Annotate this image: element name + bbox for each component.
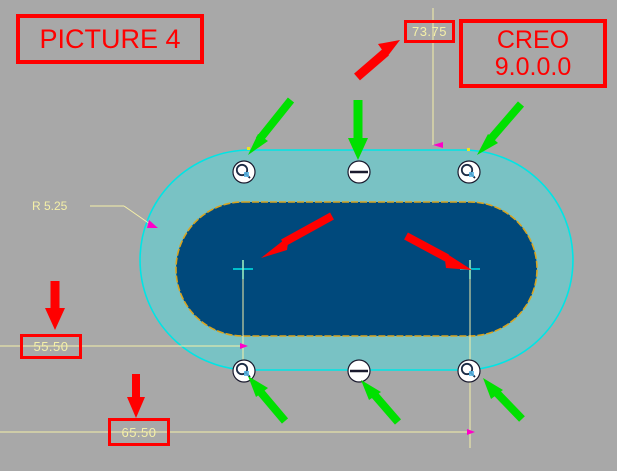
dimension-value-radius[interactable]: R 5.25 (32, 199, 67, 213)
radius-leader-diagonal[interactable] (123, 205, 151, 225)
red-annotation-arrows (45, 40, 472, 418)
arrow-to-right-arc-center (404, 232, 472, 270)
constraint-tangent-top-right[interactable] (457, 160, 481, 184)
arrow-to-55-50-dim (45, 281, 65, 330)
constraint-horizontal-top-middle[interactable] (347, 160, 371, 184)
picture-label-text: PICTURE 4 (39, 23, 181, 54)
dimension-value-55-50-text: 55.50 (33, 339, 69, 354)
picture-label: PICTURE 4 (16, 14, 204, 64)
snap-point (467, 148, 470, 151)
arrow-to-65-50-dim (127, 374, 145, 418)
creo-version-label: CREO 9.0.0.0 (459, 19, 607, 88)
dimension-value-73-75-text: 73.75 (411, 24, 448, 39)
dimension-value-55-50[interactable]: 55.50 (20, 334, 82, 359)
dimension-value-65-50-text: 65.50 (121, 424, 157, 440)
constraint-horizontal-bottom-middle[interactable] (347, 359, 371, 383)
arrow-to-top-middle-horizontal-icon (348, 100, 368, 160)
inner-profile[interactable] (175, 201, 538, 337)
radius-leader-arrowhead (147, 220, 158, 228)
arrow-to-left-arc-center (261, 212, 334, 258)
dimension-value-radius-text: R 5.25 (32, 199, 68, 213)
snap-point (247, 147, 250, 150)
arrow-to-top-left-tangent-icon (248, 97, 295, 155)
arrow-to-bottom-right-tangent-icon (483, 378, 525, 422)
constraint-tangent-top-left[interactable] (232, 160, 256, 184)
constraint-tangent-bottom-right[interactable] (457, 359, 481, 383)
constraint-tangent-bottom-left[interactable] (232, 359, 256, 383)
arrow-to-bottom-middle-horizontal-icon (361, 380, 402, 425)
arrow-to-top-right-tangent-icon (477, 101, 525, 155)
green-annotation-arrows (248, 97, 525, 425)
dimension-lines[interactable] (0, 8, 475, 448)
dimension-value-65-50[interactable]: 65.50 (108, 418, 170, 446)
arrow-to-bottom-left-tangent-icon (248, 376, 289, 424)
creo-label-line1: CREO (496, 26, 570, 55)
arrow-to-73-75-dim (354, 40, 400, 81)
dimension-value-73-75[interactable]: 73.75 (404, 20, 455, 43)
creo-label-line2: 9.0.0.0 (494, 52, 572, 81)
inner-stadium-shape[interactable] (175, 201, 538, 337)
